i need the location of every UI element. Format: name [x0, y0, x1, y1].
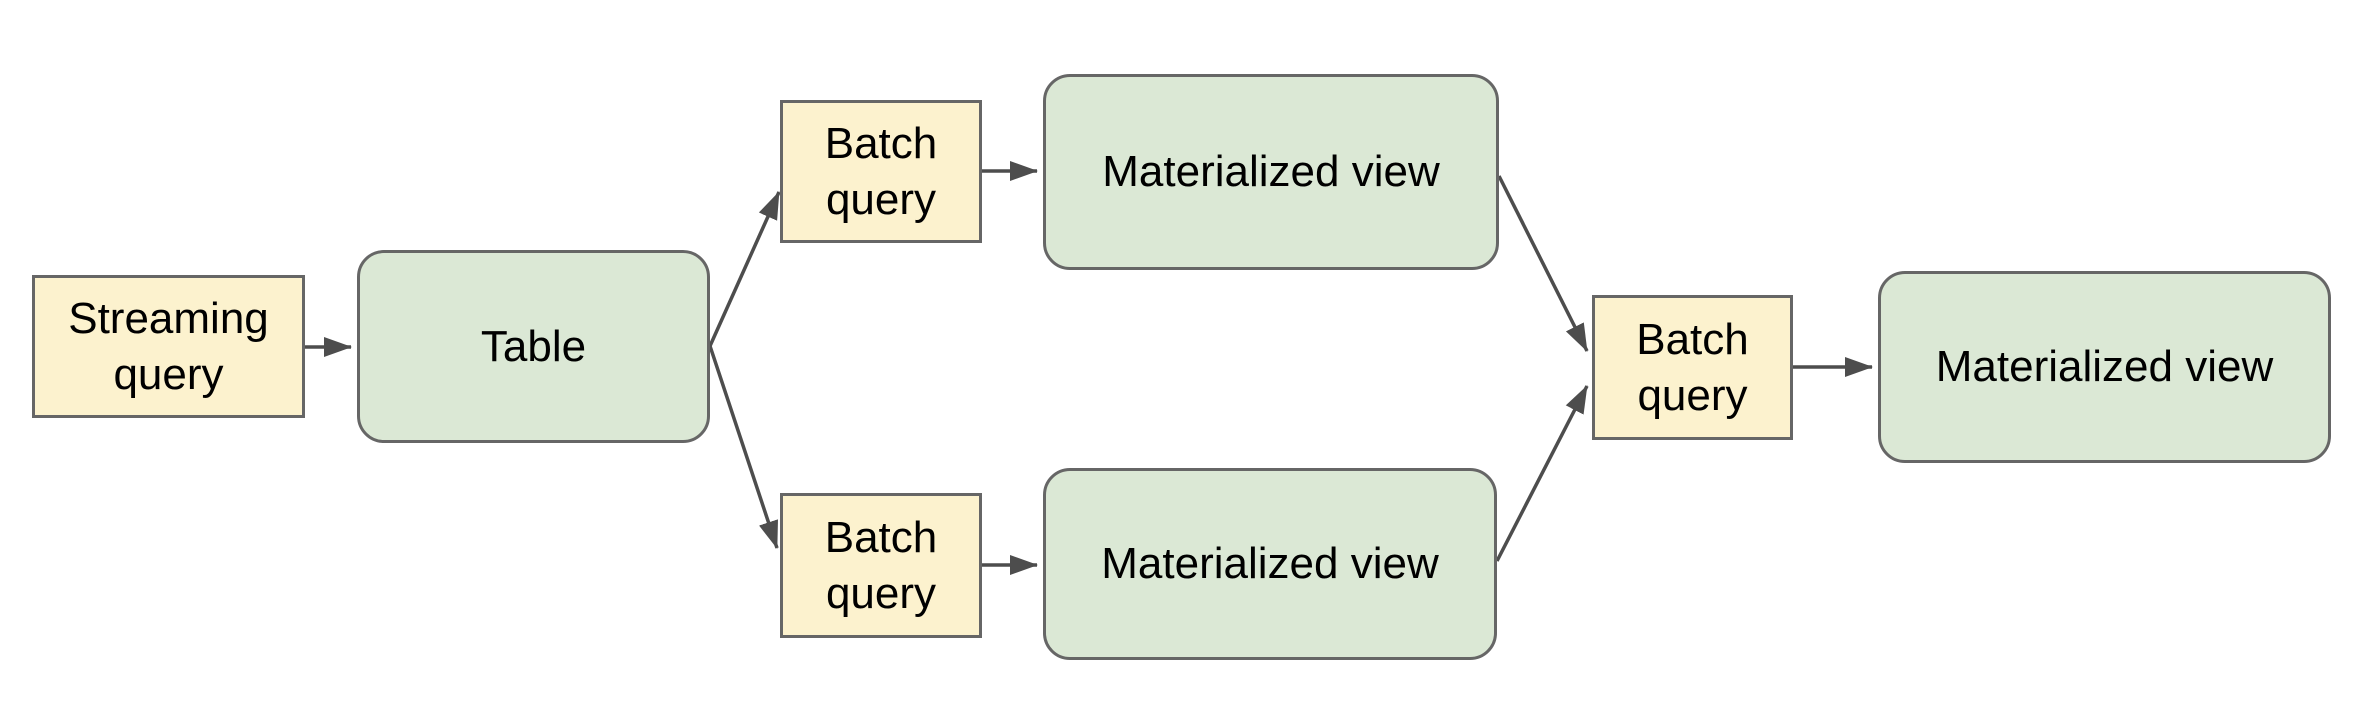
node-streaming-query-label: Streaming query [68, 293, 269, 399]
node-materialized-view-top: Materialized view [1043, 74, 1499, 270]
node-batch-query-right-label: Batch query [1636, 314, 1749, 420]
node-materialized-view-top-label: Materialized view [1102, 147, 1440, 196]
node-materialized-view-right-label: Materialized view [1935, 342, 2274, 391]
edge-table-to-batch-query-top [708, 191, 781, 347]
node-materialized-view-bottom: Materialized view [1043, 468, 1497, 660]
node-table-label: Table [480, 321, 587, 371]
edge-materialized-view-bottom-to-batch-query-right [1495, 385, 1589, 562]
node-streaming-query: Streaming query [32, 275, 305, 418]
node-table: Table [357, 250, 710, 443]
node-batch-query-right: Batch query [1592, 295, 1793, 440]
node-batch-query-bottom-label: Batch query [824, 512, 938, 618]
node-batch-query-top-label: Batch query [824, 118, 938, 224]
node-materialized-view-right: Materialized view [1878, 271, 2331, 463]
node-batch-query-bottom: Batch query [780, 493, 982, 638]
node-materialized-view-bottom-label: Materialized view [1101, 539, 1439, 588]
edge-table-to-batch-query-bottom [708, 345, 779, 549]
edge-materialized-view-top-to-batch-query-right [1497, 175, 1589, 352]
node-batch-query-top: Batch query [780, 100, 982, 243]
